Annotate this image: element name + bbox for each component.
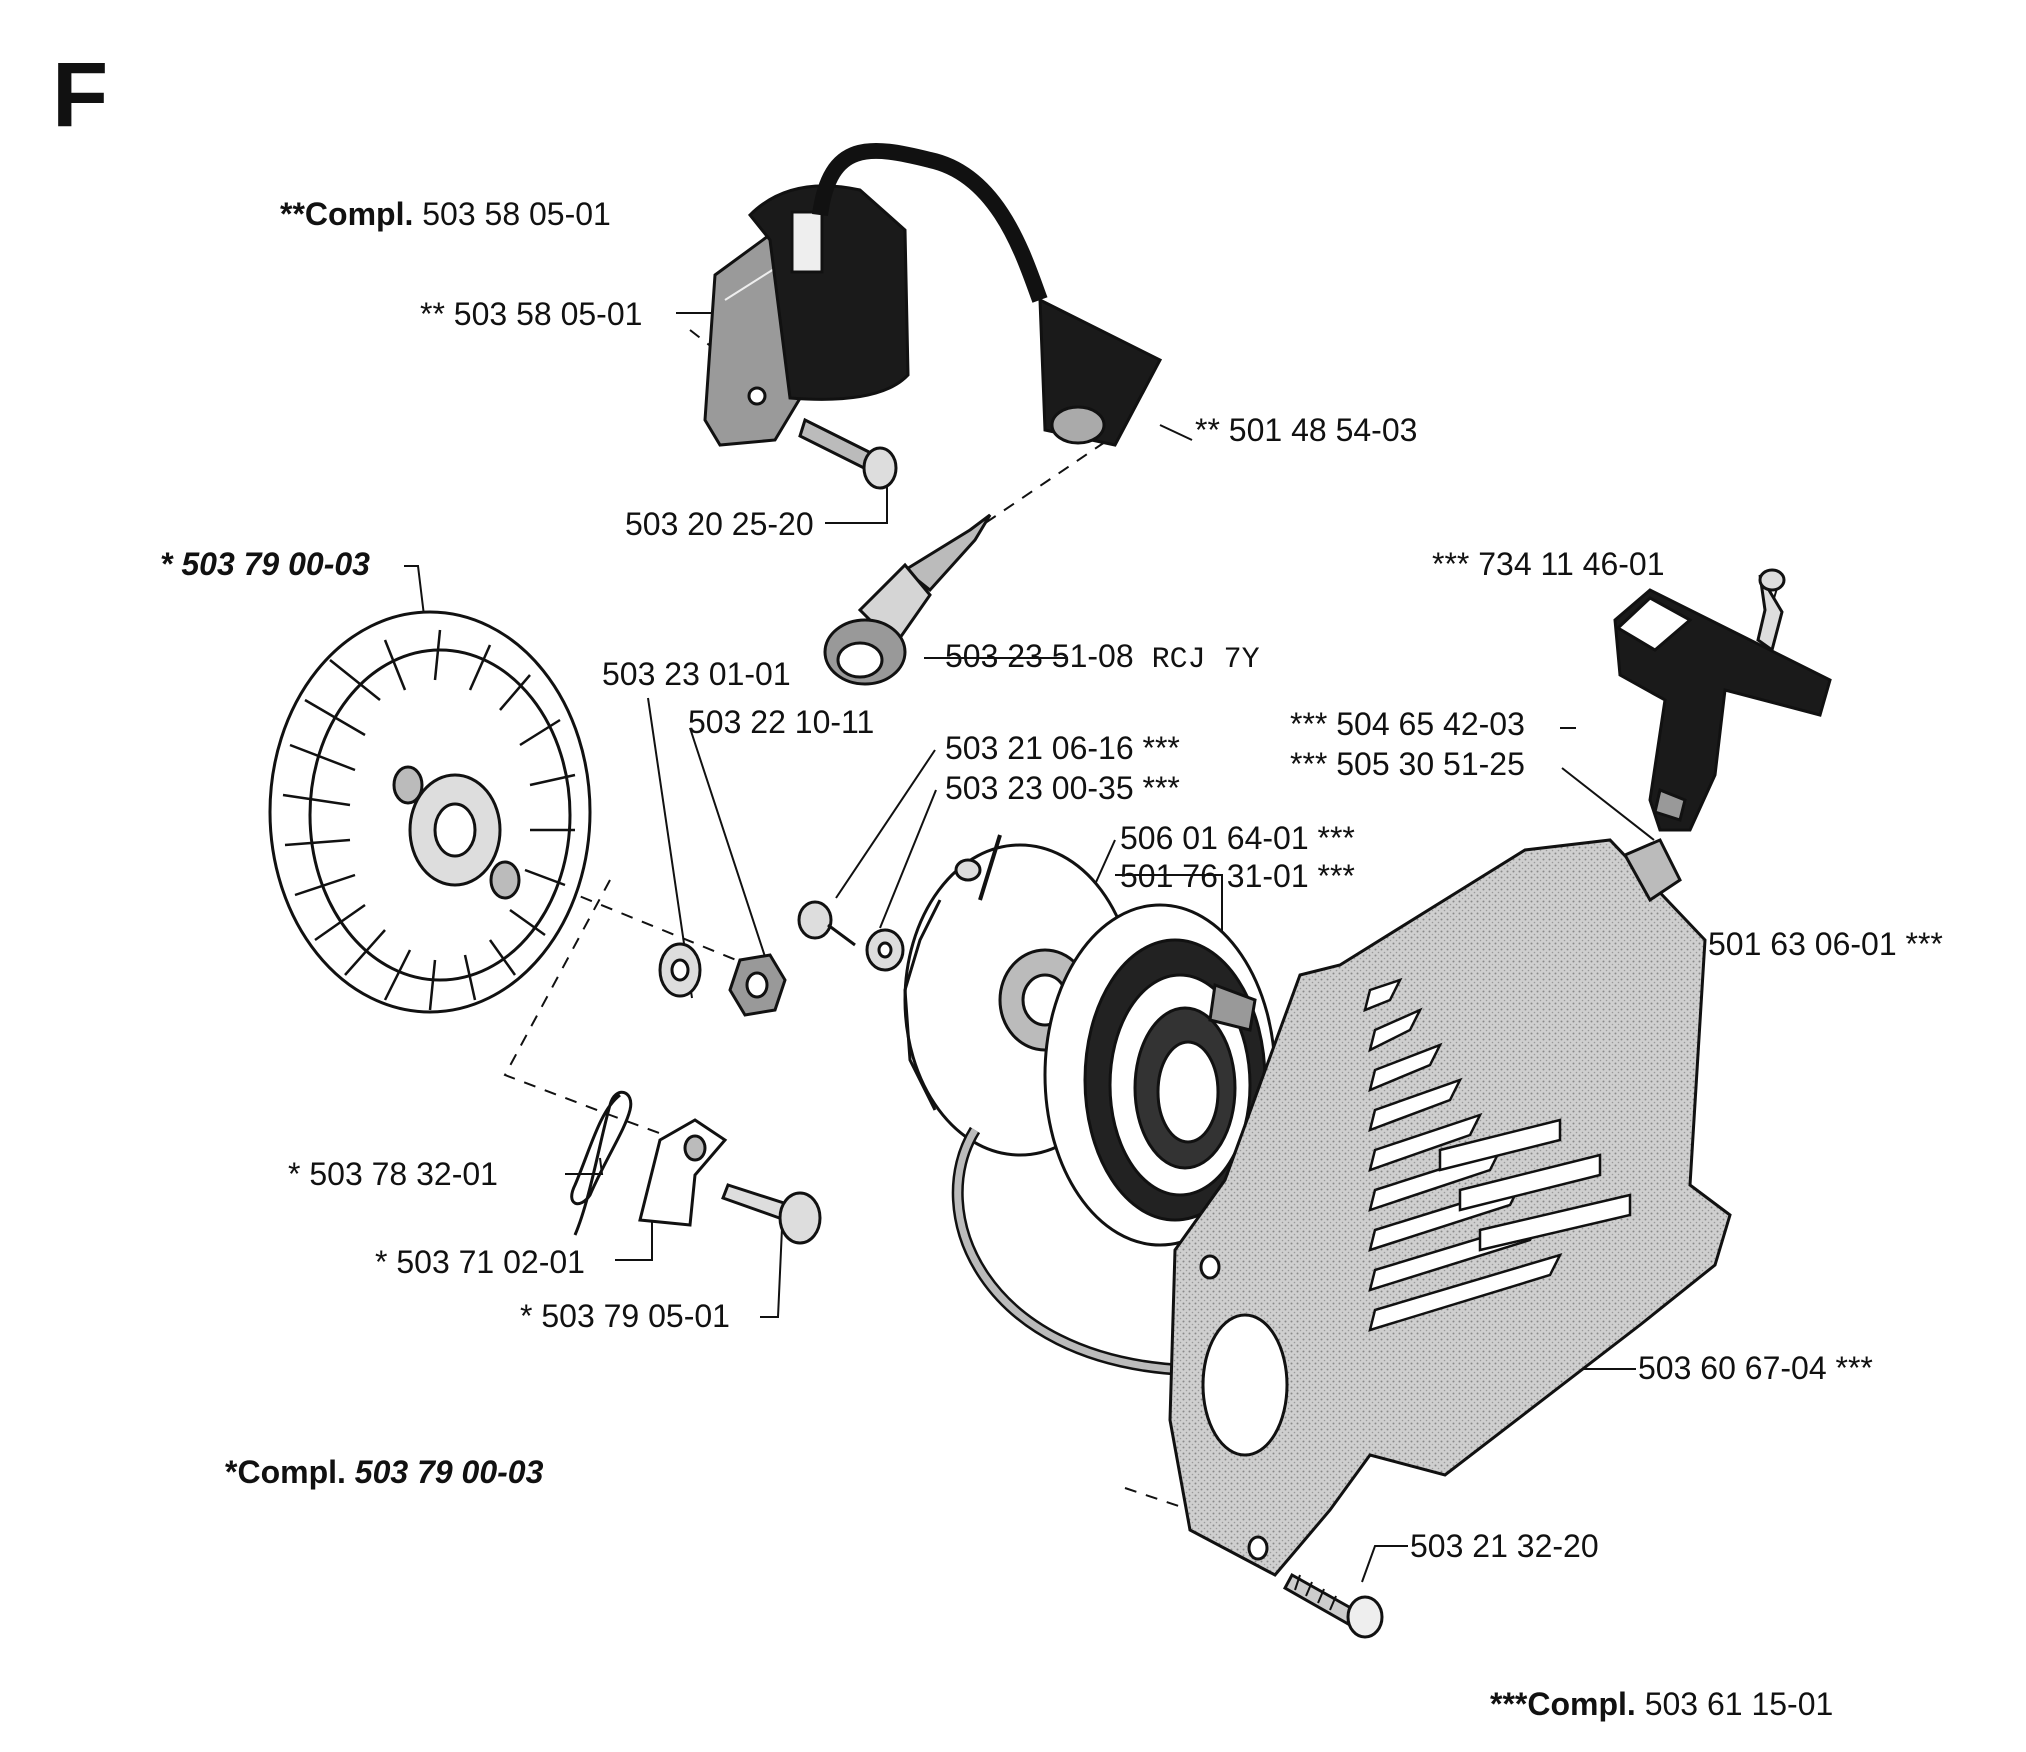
pawl-spring-drawing (570, 1091, 633, 1236)
callout-spark-plug-cap: ** 501 48 54-03 (1195, 412, 1418, 448)
callout-flywheel: * 503 79 00-03 (160, 546, 370, 582)
callout-recoil-spring: 501 76 31-01 *** (1120, 858, 1355, 894)
washer-nut-drawing (658, 942, 787, 1017)
callout-washer: 503 23 01-01 (602, 656, 791, 692)
callout-starter-housing: 503 60 67-04 *** (1638, 1350, 1873, 1386)
callout-starter-handle: *** 504 65 42-03 (1290, 706, 1525, 742)
callout-starter-rope: *** 505 30 51-25 (1290, 746, 1525, 782)
callout-spark-plug-text: 503 23 51-08 (945, 638, 1134, 674)
spark-plug-drawing (823, 513, 992, 686)
callout-handle-plug: *** 734 11 46-01 (1432, 546, 1665, 582)
assembly-note-part-no: 503 79 00-03 (354, 1454, 544, 1490)
ignition-screw-drawing (798, 417, 898, 490)
assembly-note-word: Compl. (1527, 1686, 1636, 1722)
callout-ignition-module: ** 503 58 05-01 (420, 296, 643, 332)
callout-pawl-spring: * 503 78 32-01 (288, 1156, 498, 1192)
ignition-module-drawing (703, 142, 1163, 447)
flywheel-drawing (268, 610, 592, 1014)
assembly-note-flywheel: *Compl. 503 79 00-03 (225, 1454, 543, 1490)
section-letter: F (52, 44, 109, 146)
callout-starter-screw: 503 21 06-16 *** (945, 730, 1180, 766)
callout-rope-guide: 501 63 06-01 *** (1708, 926, 1943, 962)
spark-plug-type-code: RCJ 7Y (1151, 643, 1260, 677)
pawl-drawing (638, 1118, 728, 1227)
assembly-note-word: Compl. (237, 1454, 346, 1490)
assembly-note-prefix: * (225, 1454, 238, 1490)
assembly-note-prefix: ** (280, 196, 305, 232)
assembly-note-part-no: 503 61 15-01 (1644, 1686, 1834, 1722)
callout-nut: 503 22 10-11 (688, 704, 875, 740)
starter-housing-drawing (1168, 838, 1732, 1577)
starter-screw-washer-drawing (797, 900, 905, 972)
handle-plug-drawing (1756, 568, 1786, 653)
pawl-bolt-drawing (721, 1183, 822, 1245)
callout-starter-washer: 503 23 00-35 *** (945, 770, 1180, 806)
callout-pulley: 506 01 64-01 *** (1120, 820, 1355, 856)
callout-flywheel-text: * 503 79 00-03 (160, 546, 370, 582)
assembly-note-part-no: 503 58 05-01 (422, 196, 611, 232)
callout-pawl: * 503 71 02-01 (375, 1244, 585, 1280)
assembly-note-ignition: **Compl. 503 58 05-01 (280, 196, 611, 232)
assembly-note-starter: ***Compl. 503 61 15-01 (1490, 1686, 1833, 1722)
housing-screw-drawing (1282, 1572, 1384, 1639)
callout-ignition-screw: 503 20 25-20 (625, 506, 814, 542)
callout-housing-screw: 503 21 32-20 (1410, 1528, 1599, 1564)
assembly-note-word: Compl. (304, 196, 414, 232)
assembly-note-prefix: *** (1490, 1686, 1528, 1722)
starter-handle-drawing (1613, 588, 1832, 903)
callout-pawl-bolt: * 503 79 05-01 (520, 1298, 730, 1334)
callout-spark-plug: 503 23 51-08 RCJ 7Y (945, 638, 1260, 678)
recoil-spring-drawing (1043, 903, 1277, 1247)
